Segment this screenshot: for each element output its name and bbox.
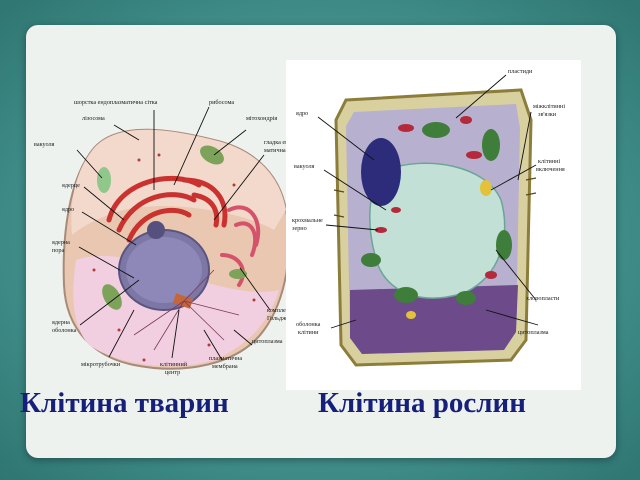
label-nuclear-envelope-1: ядерна	[52, 319, 70, 326]
animal-nucleolus	[147, 221, 165, 239]
caption-plant-cell: Клітина рослин	[318, 387, 526, 419]
label-er-smooth-1: гладка ендоплаз	[264, 139, 307, 146]
animal-smooth-er	[220, 205, 261, 287]
label-nuclear-pore-1: ядерна	[52, 239, 70, 246]
label-membrane-1: плазматична	[209, 355, 242, 362]
animal-cell-diagram: шорстка ендоплазматична сітка лізосома в…	[24, 60, 314, 390]
label-plastids: пластиди	[508, 68, 533, 75]
label-microtubules: мікротрубочки	[81, 361, 121, 368]
label-plant-cytoplasm: цитоплазма	[518, 329, 549, 336]
label-nucleolus: ядерце	[62, 182, 80, 189]
label-vacuole: вакуоля	[34, 141, 55, 148]
label-er-rough: шорстка ендоплазматична сітка	[74, 99, 158, 106]
label-wall-1: оболонка	[296, 321, 321, 328]
label-cytoplasm: цитоплазма	[252, 338, 283, 345]
label-membrane-2: мембрана	[212, 363, 238, 370]
label-cell-center-2: центр	[165, 369, 180, 376]
label-starch-2: зерно	[292, 225, 307, 232]
animal-vacuole	[97, 167, 111, 193]
label-er-smooth-2: матична сітка	[264, 147, 300, 154]
label-lysosome: лізосома	[82, 115, 105, 122]
label-wall-2: клітини	[298, 329, 319, 336]
label-intercell-1: міжклітинні	[533, 103, 565, 110]
label-inclusions-2: включення	[536, 166, 565, 173]
label-golgi-2: Гольджі	[267, 315, 288, 322]
label-plant-vacuole: вакуоля	[294, 163, 315, 170]
caption-animal-cell: Клітина тварин	[20, 387, 229, 419]
label-cell-center-1: клітинний	[160, 361, 188, 368]
label-chloroplasts: хлоропласти	[526, 295, 560, 302]
plant-cell-diagram: пластиди ядро міжклітинні зв'язки вакуол…	[286, 60, 581, 390]
label-nuclear-pore-2: пора	[52, 247, 64, 254]
label-starch-1: крохмальне	[292, 217, 323, 224]
animal-mitochondrion	[200, 145, 224, 165]
label-golgi-1: комплекс	[267, 307, 292, 314]
label-nuclear-envelope-2: оболонка	[52, 327, 77, 334]
label-mitochondria: мітохондрія	[246, 115, 277, 122]
label-plant-nucleus: ядро	[296, 110, 308, 117]
plant-chloroplasts	[361, 122, 512, 305]
plant-nucleus	[361, 138, 401, 206]
label-intercell-2: зв'язки	[538, 111, 557, 118]
label-ribosome: рибосома	[209, 99, 234, 106]
label-nucleus: ядро	[62, 206, 74, 213]
animal-rough-er	[106, 176, 228, 243]
label-inclusions-1: клітинні	[538, 158, 560, 165]
